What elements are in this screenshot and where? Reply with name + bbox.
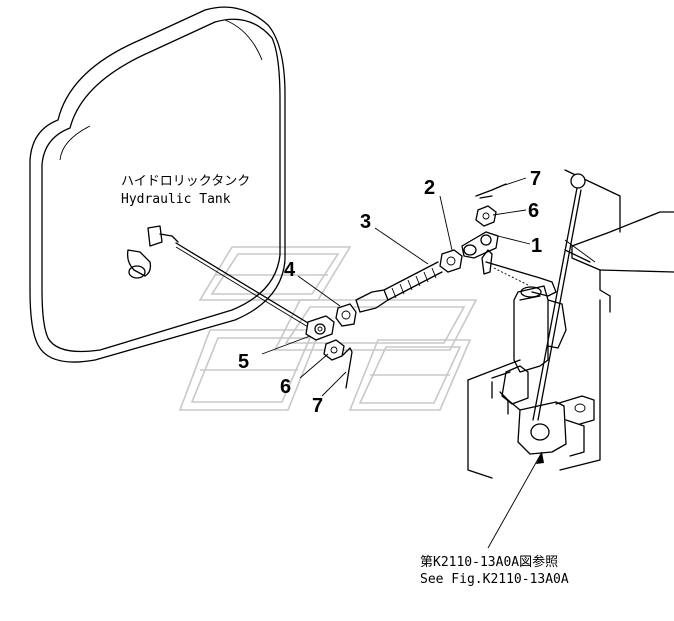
nut-left [323,339,345,361]
callout-7-right: 7 [530,168,541,190]
cable-line [175,242,314,327]
reference-jp: 第K2110-13A0A図参照 [420,554,558,570]
nut-part2 [439,249,463,273]
threaded-rod-part3 [355,261,443,313]
hydraulic-tank [29,6,286,363]
watermark-logo [178,246,478,411]
tank-label-en: Hydraulic Tank [121,192,231,207]
callout-5: 5 [238,351,249,373]
control-valve [501,285,567,405]
pin-right-part7 [475,183,507,199]
callout-4: 4 [284,259,296,281]
nut-right-part6 [475,205,497,227]
machine-body [467,169,674,479]
tank-label-jp: ハイドロリックタンク [121,174,250,189]
rod-end-part1 [461,231,499,259]
locknut-part4 [335,303,357,327]
linkage-bracket [481,249,557,297]
pin-left [342,347,353,389]
callout-6-left: 6 [280,376,291,398]
leader-lines [261,177,544,549]
callout-3: 3 [360,211,371,233]
reference-en: See Fig.K2110-13A0A [420,572,569,587]
callout-7-left: 7 [312,395,323,417]
control-lever [532,173,586,421]
lever-bracket [499,391,595,457]
rod-end-left [305,315,335,341]
callout-1: 1 [531,235,542,257]
callout-2: 2 [424,177,435,199]
callout-6-right: 6 [528,200,539,222]
